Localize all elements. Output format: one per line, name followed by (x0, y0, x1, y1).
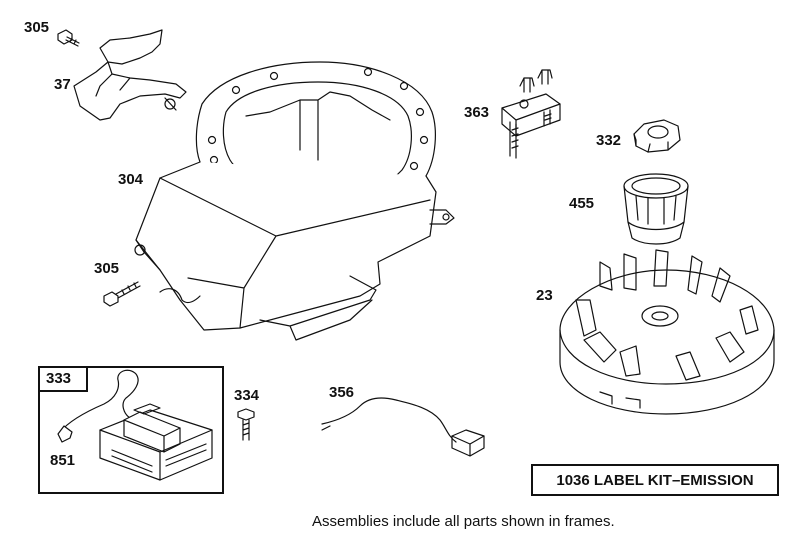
nut-332-drawing (634, 119, 680, 152)
bracket-363-drawing (501, 69, 561, 159)
wire-356-drawing (321, 397, 485, 457)
blower-housing-304-drawing (134, 61, 455, 341)
screw-305-lower-drawing (103, 281, 141, 307)
assembly-frame-333 (38, 366, 224, 494)
label-334: 334 (234, 387, 260, 404)
label-304: 304 (118, 171, 144, 188)
label-851: 851 (50, 452, 76, 469)
label-356: 356 (329, 384, 355, 401)
coil-assembly-333-drawing (57, 369, 213, 481)
frames-footnote: Assemblies include all parts shown in fr… (312, 513, 615, 530)
screw-305-top-drawing (57, 29, 80, 47)
label-455: 455 (569, 195, 595, 212)
label-kit-emission-text: 1036 LABEL KIT–EMISSION (556, 471, 754, 489)
label-23: 23 (536, 287, 553, 304)
label-37: 37 (54, 76, 71, 93)
label-332: 332 (596, 132, 622, 149)
label-363: 363 (464, 104, 490, 121)
assembly-frame-333-tab (38, 366, 88, 392)
flywheel-23-drawing (559, 249, 775, 415)
label-305-top: 305 (24, 19, 50, 36)
shield-37-drawing (73, 29, 187, 121)
label-305-lower: 305 (94, 260, 120, 277)
cup-455-drawing (623, 173, 689, 245)
label-kit-emission-box: 1036 LABEL KIT–EMISSION (531, 464, 779, 496)
label-333: 333 (46, 370, 72, 387)
screw-334-drawing (237, 408, 255, 441)
